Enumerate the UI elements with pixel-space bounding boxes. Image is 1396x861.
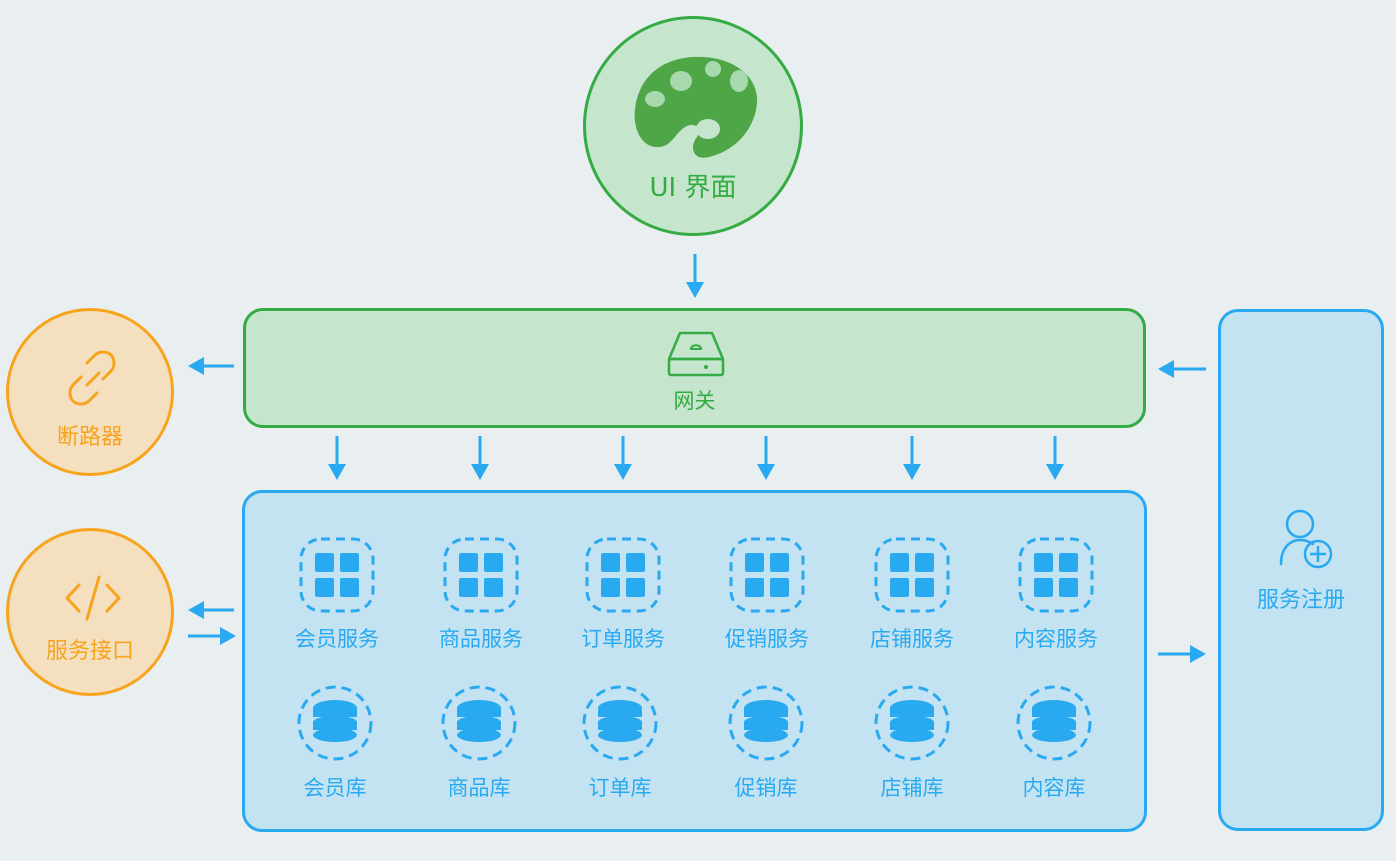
service-item: 店铺服务: [852, 537, 972, 653]
code-icon: [65, 575, 121, 621]
gateway-label: 网关: [673, 389, 716, 413]
gateway-node: 网关: [243, 308, 1146, 428]
database-label: 店铺库: [880, 776, 944, 800]
api-node: 服务接口: [6, 528, 174, 696]
database-label: 促销库: [734, 776, 798, 800]
service-item: 会员服务: [277, 537, 397, 653]
database-icon: [441, 685, 517, 761]
arrow-gateway-to-service: [328, 436, 346, 480]
database-item: 商品库: [419, 684, 539, 802]
database-item: 促销库: [706, 684, 826, 802]
database-icon: [728, 685, 804, 761]
breaker-node: 断路器: [6, 308, 174, 476]
service-label: 促销服务: [725, 627, 809, 651]
database-label: 订单库: [588, 776, 652, 800]
user-add-icon: [1279, 509, 1333, 569]
service-label: 订单服务: [581, 627, 665, 651]
ui-label: UI 界面: [649, 173, 737, 203]
service-label: 店铺服务: [870, 627, 954, 651]
arrow-gateway-to-service: [614, 436, 632, 480]
database-icon: [582, 685, 658, 761]
arrow-gateway-to-service: [757, 436, 775, 480]
broken-link-icon: [68, 350, 116, 406]
service-item: 订单服务: [563, 537, 683, 653]
grid-app-icon: [874, 537, 950, 613]
grid-app-icon: [443, 537, 519, 613]
arrow-api-to-services: [188, 627, 236, 645]
database-label: 商品库: [447, 776, 511, 800]
server-drive-icon: [667, 331, 725, 377]
ui-node: UI 界面: [583, 16, 803, 236]
database-icon: [297, 685, 373, 761]
service-label: 会员服务: [295, 627, 379, 651]
database-item: 会员库: [275, 684, 395, 802]
arrow-services-to-api: [188, 601, 234, 619]
database-item: 订单库: [560, 684, 680, 802]
service-item: 商品服务: [421, 537, 541, 653]
grid-app-icon: [729, 537, 805, 613]
arrow-gateway-to-service: [903, 436, 921, 480]
arrow-gateway-to-breaker: [188, 357, 234, 375]
service-label: 商品服务: [439, 627, 523, 651]
api-label: 服务接口: [45, 639, 134, 664]
database-icon: [1016, 685, 1092, 761]
arrow-gateway-to-service: [471, 436, 489, 480]
arrow-gateway-to-service: [1046, 436, 1064, 480]
database-item: 店铺库: [852, 684, 972, 802]
database-icon: [874, 685, 950, 761]
service-label: 内容服务: [1014, 627, 1098, 651]
breaker-label: 断路器: [56, 425, 123, 450]
registry-node: 服务注册: [1218, 309, 1384, 831]
service-item: 促销服务: [707, 537, 827, 653]
palette-icon: [634, 56, 758, 158]
database-item: 内容库: [994, 684, 1114, 802]
services-panel: 会员服务 商品服务 订单服务 促销服务 店铺服务: [242, 490, 1147, 832]
arrow-ui-to-gateway: [686, 254, 704, 298]
database-label: 会员库: [303, 776, 367, 800]
grid-app-icon: [1018, 537, 1094, 613]
grid-app-icon: [585, 537, 661, 613]
registry-label: 服务注册: [1256, 588, 1345, 613]
arrow-services-to-registry: [1158, 645, 1206, 663]
grid-app-icon: [299, 537, 375, 613]
service-item: 内容服务: [996, 537, 1116, 653]
database-label: 内容库: [1022, 776, 1086, 800]
arrow-registry-to-gateway: [1158, 360, 1206, 378]
